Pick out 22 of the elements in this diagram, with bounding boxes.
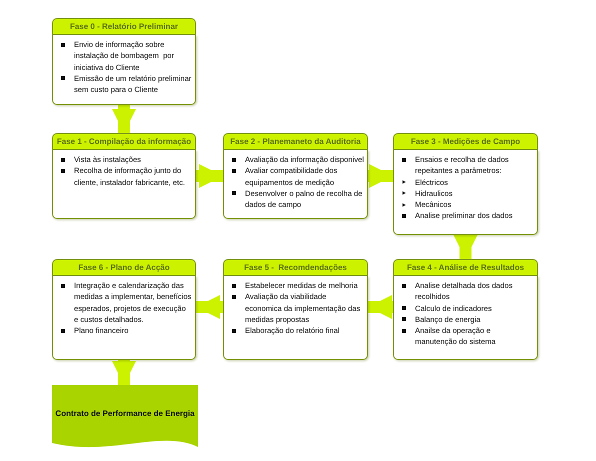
document-label: Contrato de Performance de Energia (55, 408, 195, 418)
phase-card (393, 259, 538, 360)
phase-card (52, 18, 196, 105)
block-arrow (368, 164, 393, 188)
phase-card (52, 133, 196, 219)
block-arrow (112, 105, 136, 133)
phase-title: Fase 0 - Relatório Preliminar (52, 18, 196, 35)
block-arrow (196, 164, 223, 188)
block-arrow (454, 235, 478, 259)
phase-card (52, 259, 196, 360)
phase-card (223, 259, 368, 360)
block-arrow (112, 360, 136, 385)
phase-title: Fase 4 - Análise de Resultados (393, 259, 538, 276)
phase-title: Fase 5 - Recomdendações (223, 259, 368, 276)
phase-title: Fase 1 - Compilação da informação (52, 133, 196, 150)
phase-title: Fase 6 - Plano de Acção (52, 259, 196, 276)
block-arrow (368, 295, 393, 319)
phase-title: Fase 2 - Planemaneto da Auditoria (223, 133, 368, 150)
phase-card (393, 133, 538, 235)
block-arrow (196, 295, 223, 319)
phase-card (223, 133, 368, 219)
phase-title: Fase 3 - Medições de Campo (393, 133, 538, 150)
